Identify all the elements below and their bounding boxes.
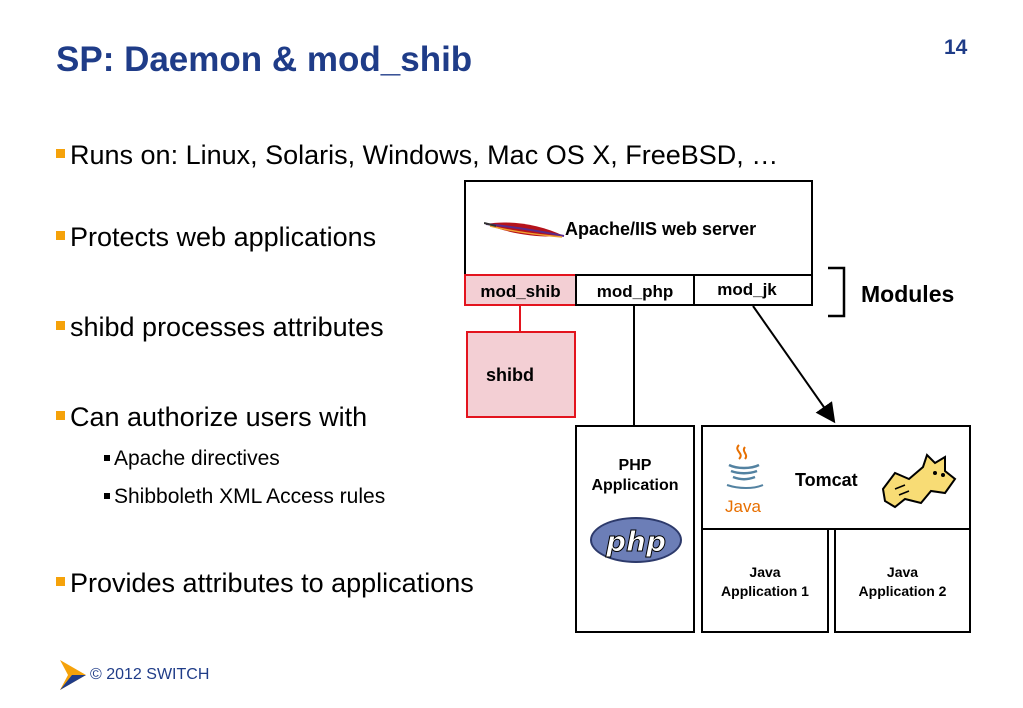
jk-arrow <box>752 305 836 424</box>
sub-bullet-text: Shibboleth XML Access rules <box>114 485 386 508</box>
module-label: mod_php <box>596 282 674 301</box>
footer-copyright: © 2012 SWITCH <box>90 666 210 683</box>
bullet-provides: Provides attributes to applications <box>56 568 474 599</box>
apache-feather-icon <box>484 222 565 238</box>
sub-bullet-xml: Shibboleth XML Access rules <box>104 485 385 509</box>
java-app2-label-line2: Application 2 <box>858 583 947 599</box>
bullet-marker <box>56 411 65 420</box>
modules-label: Modules <box>861 281 955 307</box>
php-logo-icon: php <box>590 517 682 563</box>
bullet-platforms: Runs on: Linux, Solaris, Windows, Mac OS… <box>56 140 778 171</box>
sub-bullet-marker <box>104 455 110 461</box>
java-app1-label-line2: Application 1 <box>721 583 809 599</box>
java-app2-label-line1: Java <box>886 564 919 580</box>
sub-bullet-text: Apache directives <box>114 447 280 470</box>
java-app1-label-line1: Java <box>749 564 781 580</box>
page-number: 14 <box>944 36 968 59</box>
php-app-label-line1: PHP <box>618 457 652 474</box>
java-cup-icon <box>726 444 764 489</box>
bullet-marker <box>56 321 65 330</box>
bullet-protects: Protects web applications <box>56 222 376 253</box>
web-server-label: Apache/IIS web server <box>565 219 757 239</box>
tomcat-label: Tomcat <box>795 470 858 490</box>
bullet-shibd: shibd processes attributes <box>56 312 384 343</box>
java-application-2-box: Java Application 2 <box>834 528 971 633</box>
bullet-marker <box>56 577 65 586</box>
slide-title: SP: Daemon & mod_shib <box>56 40 473 79</box>
sub-bullet-marker <box>104 493 110 499</box>
bullet-authorize: Can authorize users with <box>56 402 367 433</box>
bullet-text: Protects web applications <box>70 222 377 252</box>
shibd-label: shibd <box>486 365 534 385</box>
bullet-text: Provides attributes to applications <box>70 568 474 598</box>
java-application-1-box: Java Application 1 <box>701 528 829 633</box>
module-label: mod_jk <box>717 280 777 299</box>
php-logo-text: php <box>605 525 667 559</box>
tomcat-logo-icon <box>881 453 957 509</box>
bullet-text: shibd processes attributes <box>70 312 384 342</box>
bullet-text: Runs on: Linux, Solaris, Windows, Mac OS… <box>70 140 779 170</box>
modules-bracket <box>828 266 846 318</box>
switch-logo-icon <box>60 660 86 690</box>
module-label: mod_shib <box>480 282 561 301</box>
tomcat-box: Java Tomcat <box>701 425 971 530</box>
java-logo-text: Java <box>725 497 761 516</box>
bullet-marker <box>56 149 65 158</box>
php-app-label-line2: Application <box>591 477 679 494</box>
module-mod-jk: mod_jk <box>693 274 813 306</box>
shibd-box: shibd <box>466 331 576 418</box>
sub-bullet-apache: Apache directives <box>104 447 280 471</box>
bullet-text: Can authorize users with <box>70 402 368 432</box>
bullet-marker <box>56 231 65 240</box>
php-application-box: PHP Application php <box>575 425 695 633</box>
